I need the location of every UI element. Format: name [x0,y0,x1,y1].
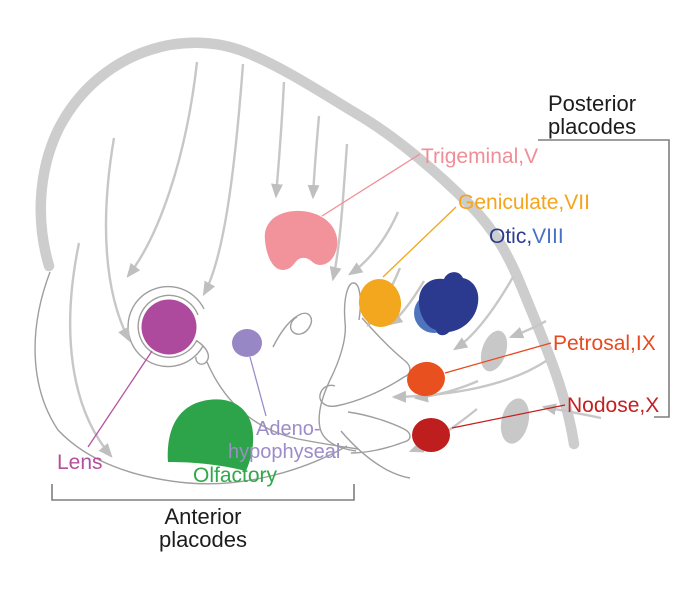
migration-arrow [391,359,547,403]
otic-placode-blob [418,272,479,336]
adeno-label-line1: Adeno- [256,418,321,440]
trigeminal-leader-line [321,153,421,217]
posterior-placodes-label-line2: placodes [548,114,636,139]
migration-arrow [452,276,515,351]
nodose-leader-line [451,404,566,429]
geniculate-placode-blob [358,279,402,327]
migration-arrow [202,63,245,297]
somite-ellipse [500,398,530,444]
nodose-placode-blob [412,418,450,452]
nodose-label: Nodose,X [567,394,659,417]
otic-label: Otic,VIII [489,225,564,248]
group-brackets [51,139,670,501]
eye-inner-ring [137,294,199,359]
anterior-placodes-label-line1: Anterior [164,504,241,529]
eye-hook [195,340,210,365]
petrosal-label: Petrosal,IX [553,332,656,355]
lens-label: Lens [57,451,103,474]
adeno-leader-line [249,356,267,417]
migration-arrow [508,319,547,339]
migration-arrow [348,211,400,276]
labels: Posterior placodes Trigeminal,V Genicula… [57,91,659,552]
anterior-placodes-label-line2: placodes [159,527,247,552]
migration-arrow [271,81,286,199]
migration-arrows [68,61,602,458]
olfactory-placode-blob [167,399,254,471]
lens-leader-line [87,350,153,448]
migration-arrow [413,379,479,403]
otic-label-name: Otic, [489,225,532,248]
leader-lines [87,153,566,448]
migration-arrow [104,137,131,343]
otic-label-numeral: VIII [532,225,564,248]
posterior-placodes-label-line1: Posterior [548,91,636,116]
petrosal-leader-line [444,342,552,374]
posterior-placodes-bracket [538,139,670,418]
adenohypophyseal-placode-blob [232,329,262,357]
geniculate-leader-line [382,206,457,278]
anterior-placodes-bracket [51,484,355,501]
migration-arrow [541,403,602,420]
petrosal-placode-blob [407,361,445,397]
adeno-label-line2: hypophyseal [228,441,340,463]
neck-outline [340,430,411,479]
stomodeum-hook [272,312,313,348]
eye-outer-ring [127,285,205,368]
thin-outlines [34,271,411,485]
ventral-outline [34,271,348,485]
migration-arrow [68,242,113,458]
olfactory-label: Olfactory [193,464,278,487]
jaw-outline [206,361,359,450]
trigeminal-label: Trigeminal,V [421,145,538,168]
arch1-hairpin [318,282,362,452]
arch3-hairpin [347,411,411,454]
migration-arrow [329,143,349,282]
migration-arrow [126,61,199,278]
embryo-head-outline [35,37,580,450]
migration-arrow [307,115,321,200]
arch2-hairpin [319,317,411,407]
placode-blobs [141,210,479,471]
lens-placode-blob [141,299,197,355]
geniculate-label: Geniculate,VII [458,191,590,214]
somite-ellipse [480,330,508,372]
trigeminal-placode-blob [264,210,338,270]
